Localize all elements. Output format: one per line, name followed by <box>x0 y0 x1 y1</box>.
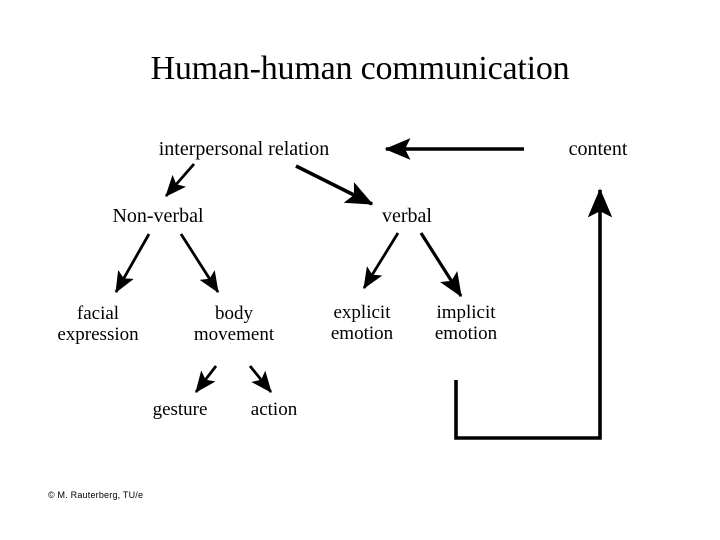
node-gesture: gesture <box>152 399 208 420</box>
edge-body-to-action <box>248 365 273 393</box>
edge-nonverbal-to-body <box>179 233 220 293</box>
edge-verbal-to-implicit <box>419 232 463 298</box>
node-interpersonal-relation: interpersonal relation <box>158 138 330 160</box>
node-explicit-emotion: explicit emotion <box>330 302 394 345</box>
page-title: Human-human communication <box>150 50 570 87</box>
node-body-movement: body movement <box>193 303 275 346</box>
edge-interpersonal-to-nonverbal <box>164 163 196 197</box>
node-facial-expression: facial expression <box>57 303 139 346</box>
edge-nonverbal-to-facial <box>114 233 151 293</box>
node-content: content <box>568 138 628 160</box>
copyright-credit: © M. Rauterberg, TU/e <box>48 490 144 500</box>
edge-body-to-gesture <box>194 365 218 393</box>
node-verbal: verbal <box>382 205 432 227</box>
node-implicit-emotion: implicit emotion <box>434 302 498 345</box>
edge-verbal-to-explicit <box>362 232 400 289</box>
edge-interpersonal-to-verbal <box>295 164 374 206</box>
node-non-verbal: Non-verbal <box>112 205 204 227</box>
node-action: action <box>250 399 298 420</box>
